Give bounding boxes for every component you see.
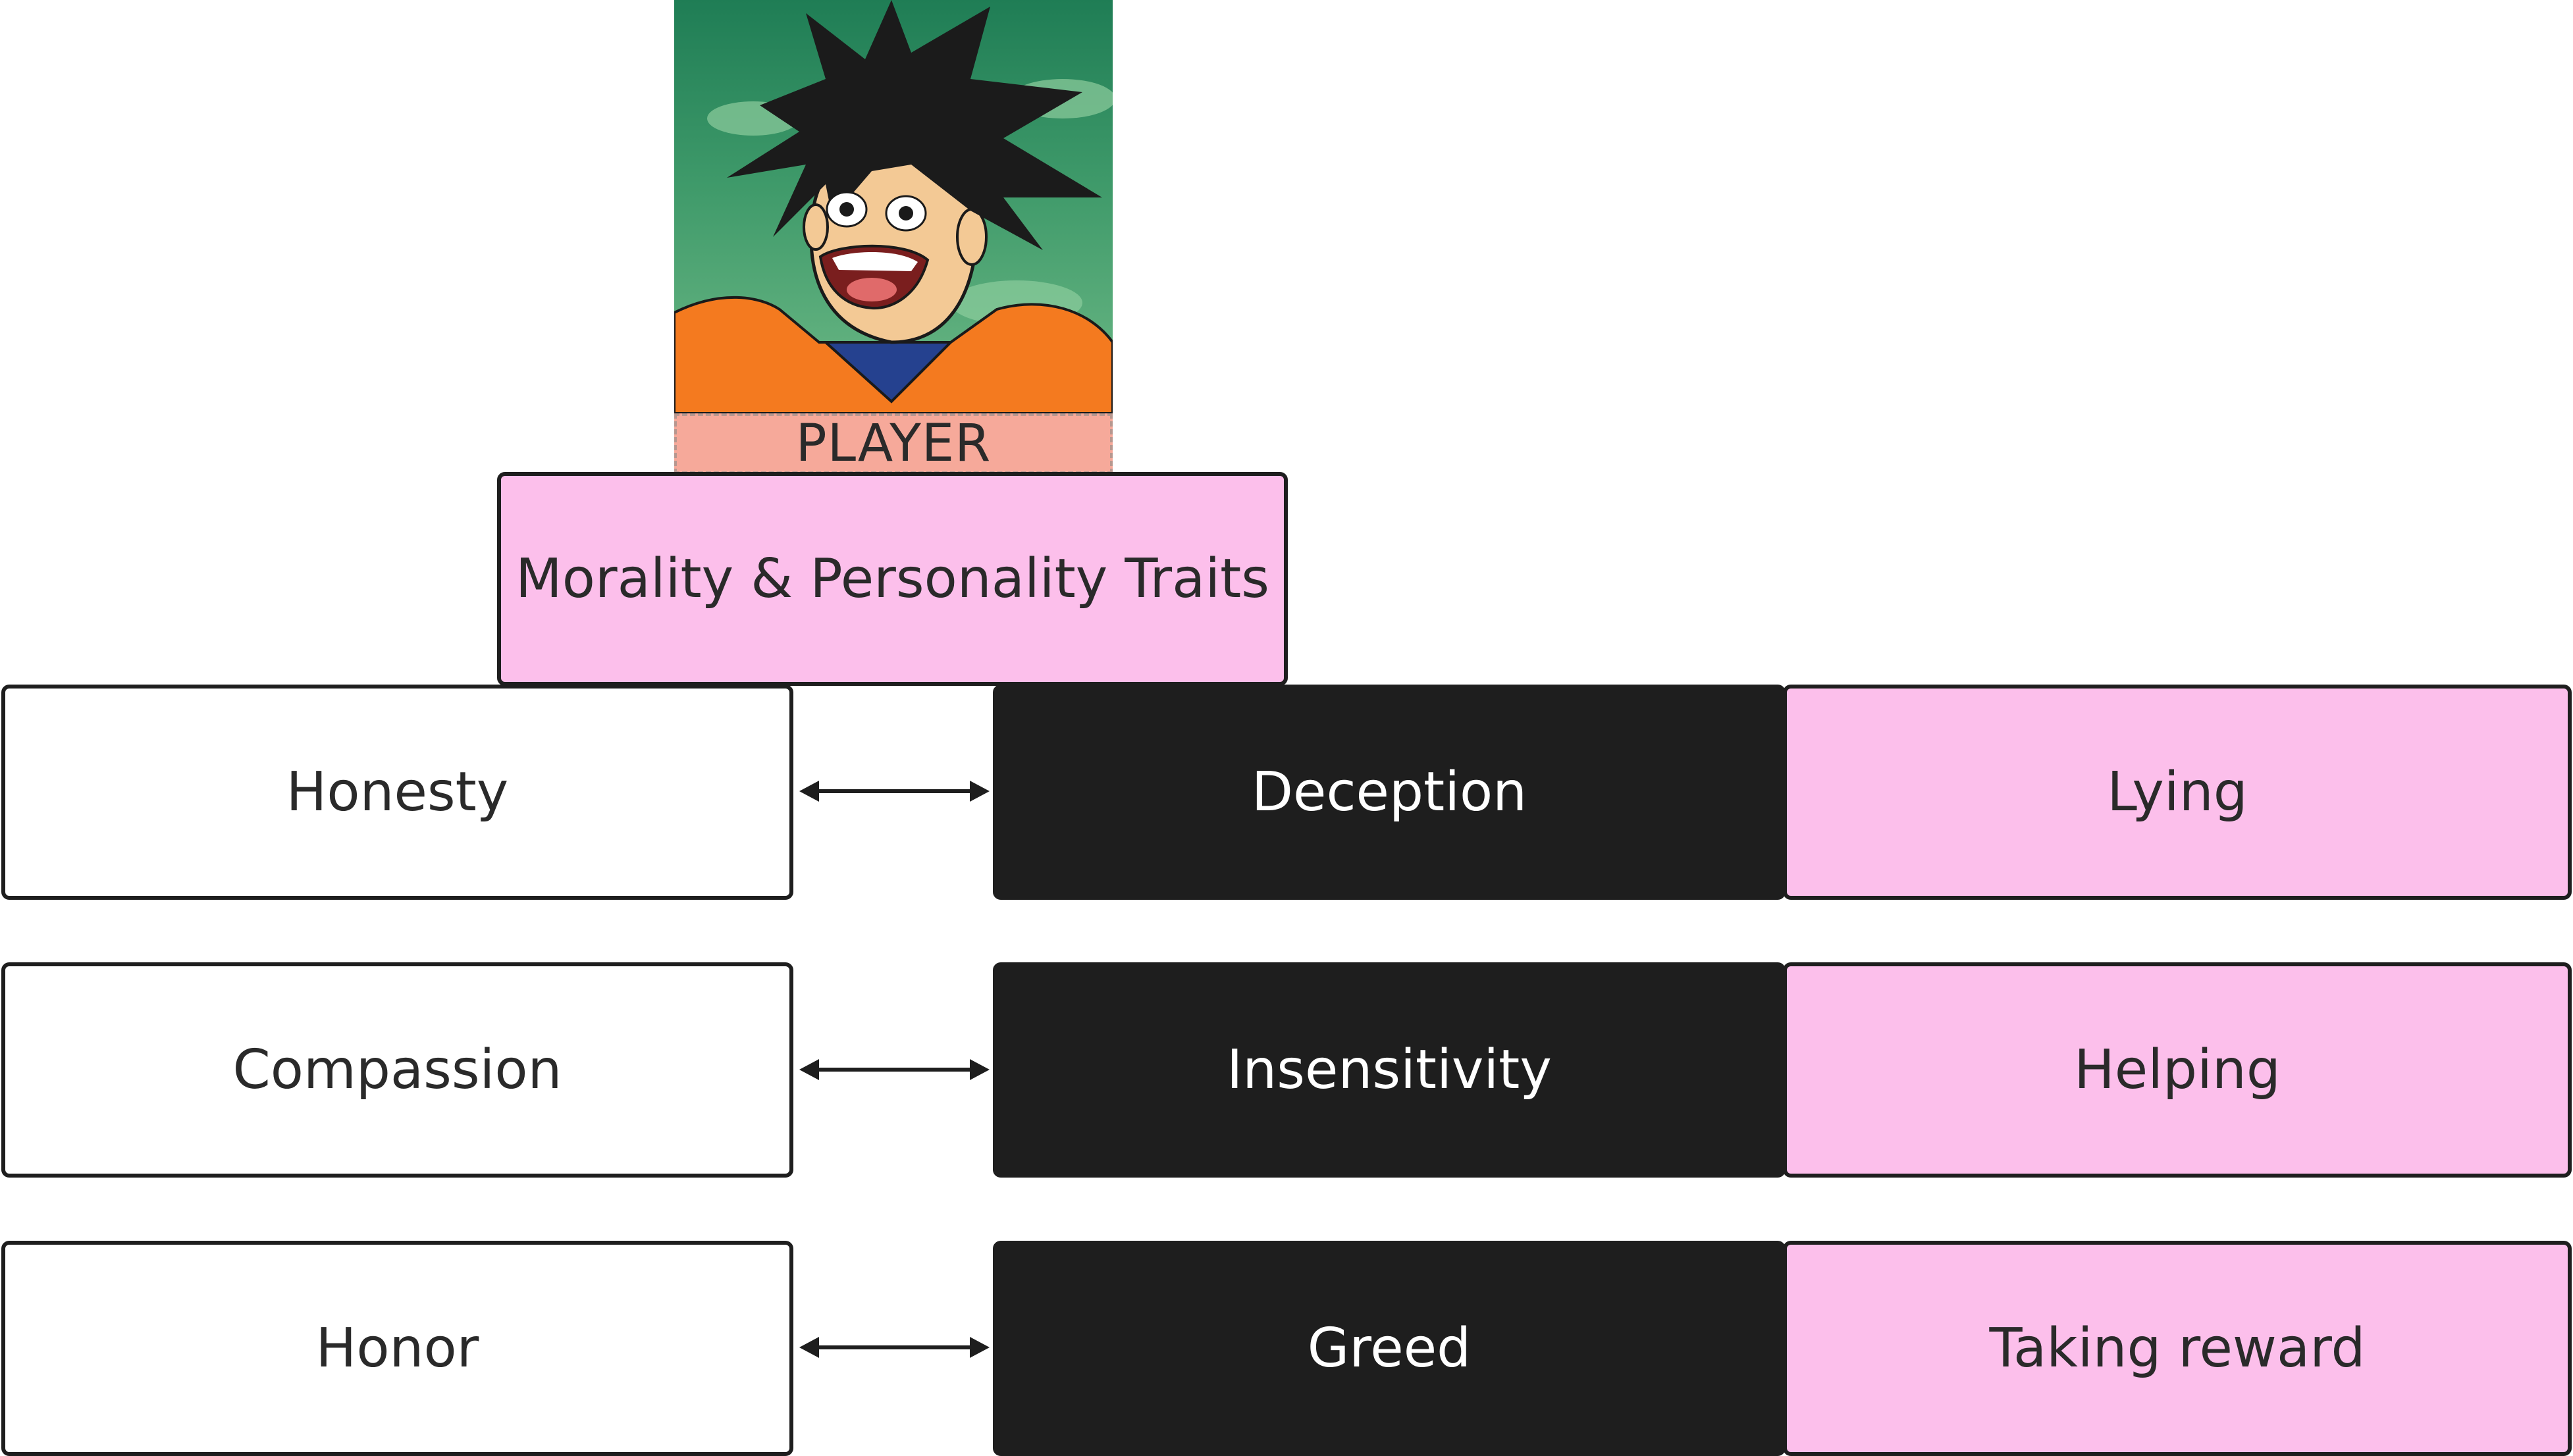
- virtue-honor-box: Honor: [1, 1241, 793, 1456]
- player-portrait-image: [674, 0, 1113, 413]
- cartoon-character-portrait-icon: [674, 0, 1113, 413]
- action-lying-box: Lying: [1783, 685, 2572, 900]
- player-label: PLAYER: [674, 413, 1113, 474]
- vice-deception-box: Deception: [993, 685, 1786, 900]
- double-arrow-icon: [799, 1337, 990, 1358]
- double-arrow-icon: [799, 1059, 990, 1080]
- vice-greed-box: Greed: [993, 1241, 1786, 1456]
- action-taking-reward-box: Taking reward: [1783, 1241, 2572, 1456]
- action-helping-box: Helping: [1783, 962, 2572, 1178]
- vice-insensitivity-box: Insensitivity: [993, 962, 1786, 1178]
- virtue-honesty-box: Honesty: [1, 685, 793, 900]
- virtue-compassion-box: Compassion: [1, 962, 793, 1178]
- morality-traits-header: Morality & Personality Traits: [497, 472, 1288, 686]
- double-arrow-icon: [799, 781, 990, 802]
